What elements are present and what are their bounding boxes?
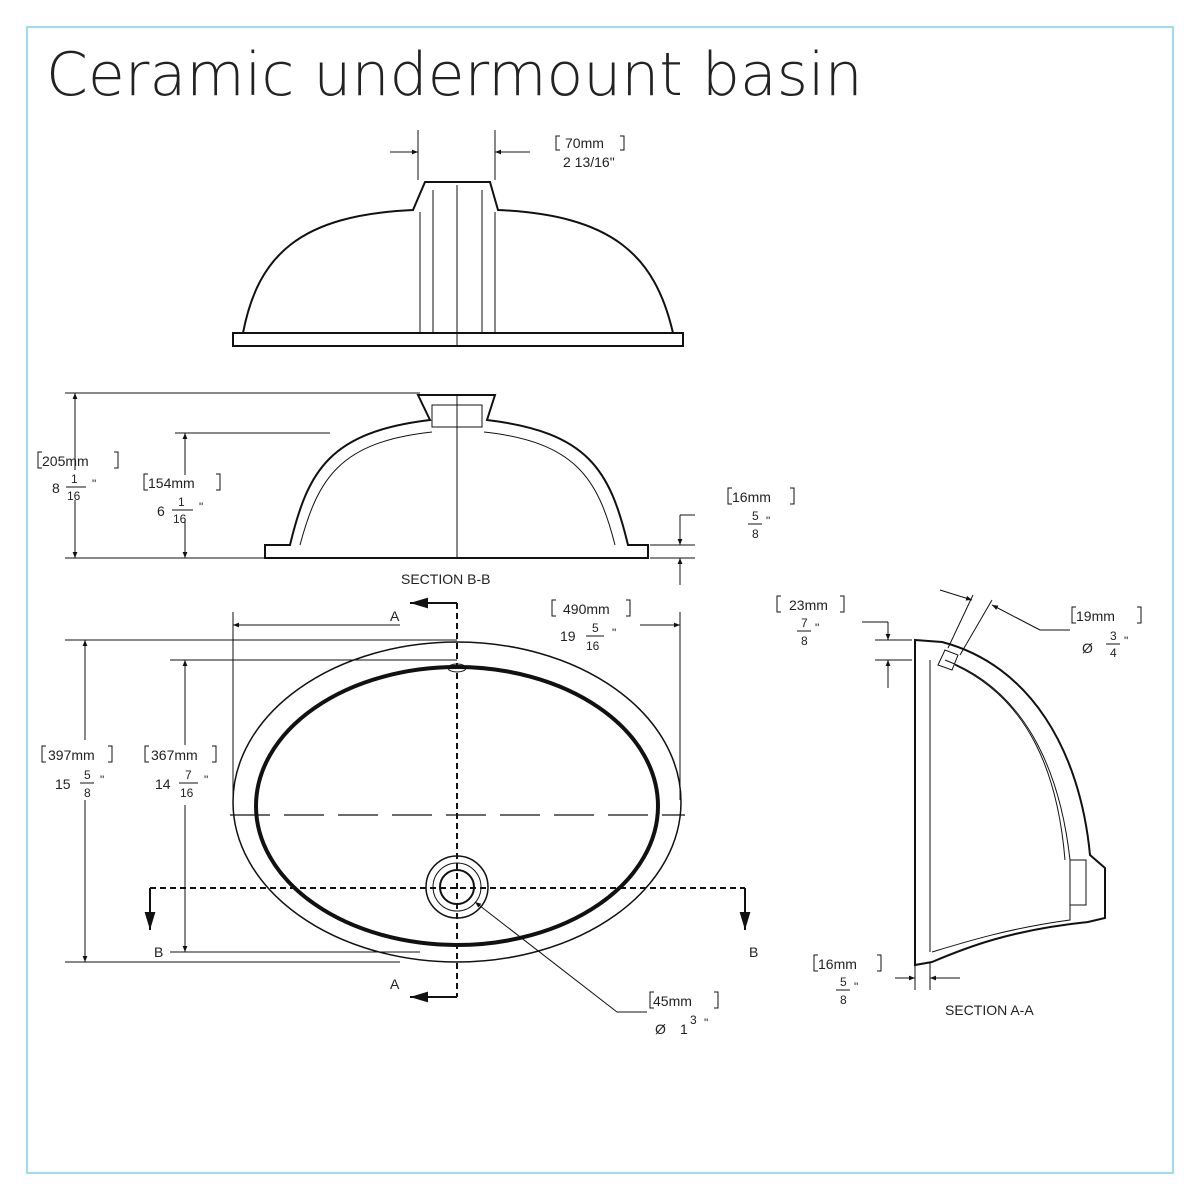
section-mark-a-bottom: A (390, 976, 400, 992)
dim-397-mark: " (100, 773, 104, 787)
dim-16-mark: " (766, 514, 770, 528)
dim-16-num: 5 (752, 509, 759, 523)
section-mark-b-right: B (749, 944, 758, 960)
dim-70mm: 70mm (565, 135, 604, 151)
dim-205-mark: " (92, 477, 96, 491)
dim-45-prefix: Ø (655, 1021, 666, 1037)
dim-154mm: 154mm (148, 475, 195, 491)
dim-45-mark: " (704, 1016, 708, 1030)
dim-490-mark: " (612, 626, 616, 640)
dim-16w-num: 5 (840, 975, 847, 989)
dim-397-num: 5 (84, 768, 91, 782)
dim-45mm: 45mm (653, 993, 692, 1009)
dim-19-den: 4 (1110, 646, 1117, 660)
dim-205mm: 205mm (42, 453, 89, 469)
dim-23-mark: " (815, 621, 819, 635)
section-mark-a-top: A (390, 608, 400, 624)
dim-490-whole: 19 (560, 628, 576, 644)
dim-367-den: 16 (180, 786, 194, 800)
dim-205-num: 1 (71, 472, 78, 486)
dim-23-den: 8 (801, 634, 808, 648)
dim-16mm-wall: 16mm (818, 956, 857, 972)
dim-490-den: 16 (586, 639, 600, 653)
dim-19mm: 19mm (1076, 608, 1115, 624)
dim-154-mark: " (199, 500, 203, 514)
dim-205-whole: 8 (52, 480, 60, 496)
dim-367mm: 367mm (151, 747, 198, 763)
dim-16w-den: 8 (840, 993, 847, 1007)
section-mark-b-left: B (154, 944, 163, 960)
dim-367-mark: " (204, 773, 208, 787)
dim-154-den: 16 (173, 512, 187, 526)
dim-16-den: 8 (752, 527, 759, 541)
plan-view: A A B B 490mm 19 5 16 " 397mm 15 5 8 " 3… (41, 597, 758, 1037)
dim-19-mark: " (1124, 634, 1128, 648)
dim-19-prefix: Ø (1082, 640, 1093, 656)
section-aa-label: SECTION A-A (945, 1002, 1034, 1018)
dim-154-whole: 6 (157, 503, 165, 519)
section-bb-label: SECTION B-B (401, 571, 490, 587)
dim-23-num: 7 (801, 616, 808, 630)
page-title: Ceramic undermount basin (46, 40, 863, 110)
dim-397-den: 8 (84, 786, 91, 800)
dim-19-num: 3 (1110, 629, 1117, 643)
dim-45-whole: 1 (680, 1021, 688, 1037)
dim-397mm: 397mm (48, 747, 95, 763)
dim-397-whole: 15 (55, 776, 71, 792)
section-aa-view: 19mm Ø 3 4 " 23mm 7 8 " 16mm 5 8 " SECTI… (776, 589, 1142, 1018)
top-elevation-view: 70mm 2 13/16" (232, 130, 684, 347)
dim-16w-mark: " (854, 980, 858, 994)
dim-70mm-inch: 2 13/16" (563, 154, 615, 170)
sheet-border (26, 26, 1174, 1174)
dim-154-num: 1 (178, 495, 185, 509)
dim-490mm: 490mm (563, 601, 610, 617)
dim-23mm: 23mm (789, 597, 828, 613)
section-bb-view: 205mm 8 1 16 " 154mm 6 1 16 " 16mm 5 8 "… (37, 392, 795, 587)
dim-205-den: 16 (67, 489, 81, 503)
dim-367-whole: 14 (155, 776, 171, 792)
dim-45-num: 3 (690, 1013, 697, 1027)
dim-490-num: 5 (592, 621, 599, 635)
dim-16mm-rim: 16mm (732, 489, 771, 505)
dim-367-num: 7 (185, 768, 192, 782)
